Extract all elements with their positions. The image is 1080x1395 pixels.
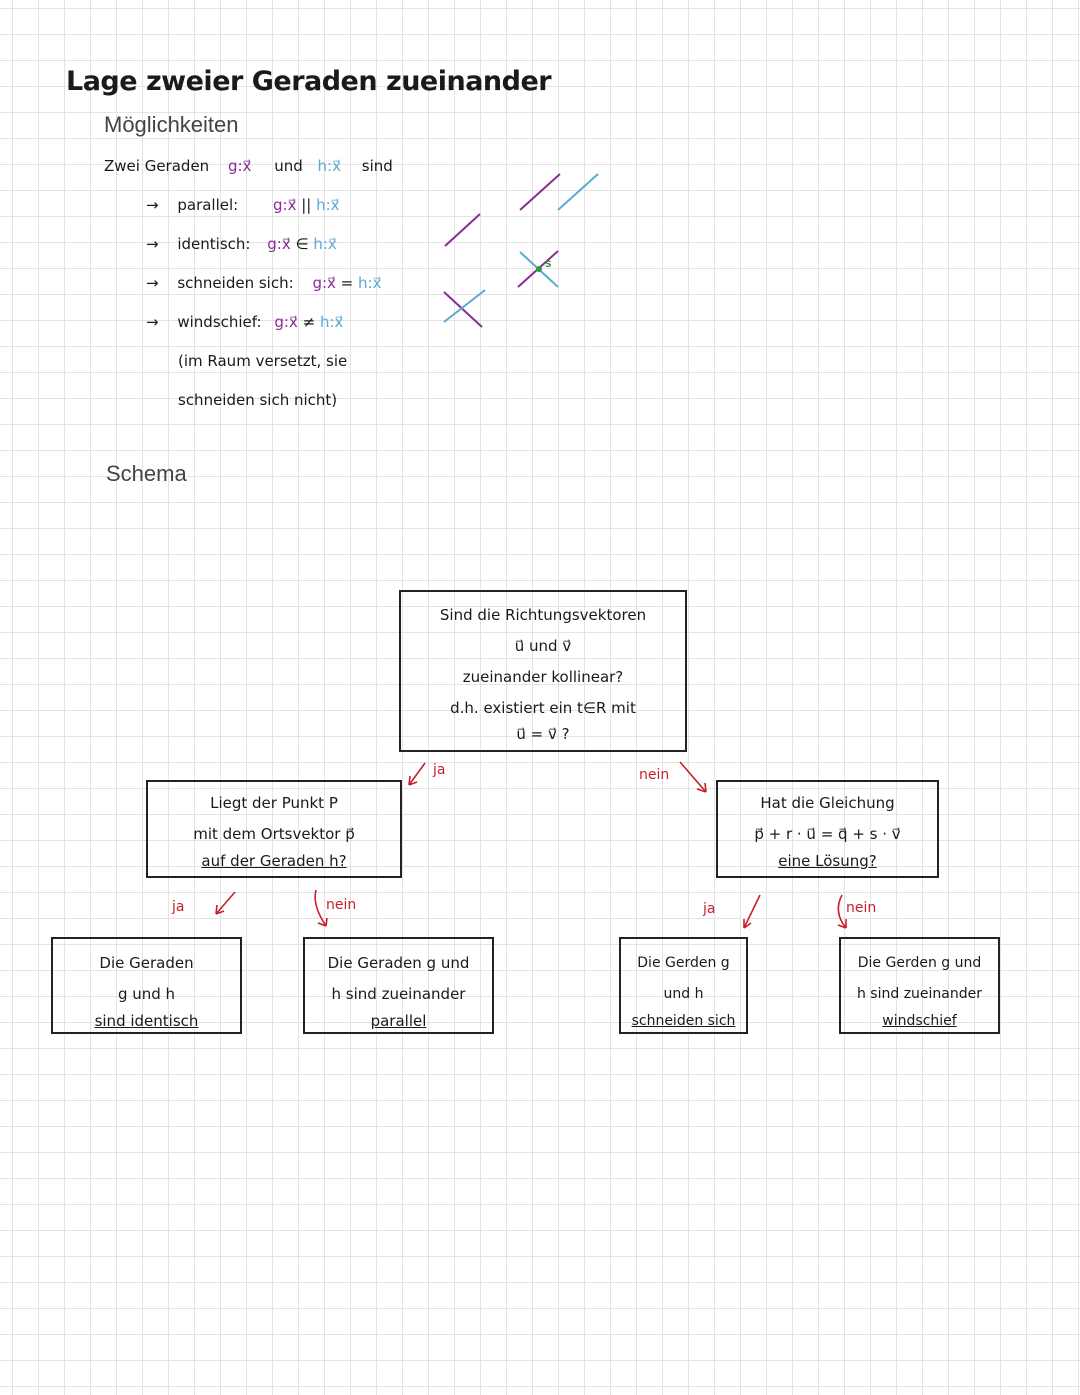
- windschief-note-line2: schneiden sich nicht): [178, 391, 338, 409]
- flow-root-line: d.h. existiert ein t∈R mit: [450, 699, 636, 717]
- result-line: windschief: [882, 1013, 957, 1029]
- flow-right-question-box: [716, 780, 939, 878]
- arrow-icon: →: [146, 196, 159, 214]
- case-operator: ∈: [295, 235, 309, 253]
- result-line: g und h: [117, 985, 176, 1003]
- result-line: Die Geraden g und: [327, 954, 470, 972]
- flow-left-question-text: Liegt der Punkt P mit dem Ortsvektor p⃗ …: [146, 788, 402, 872]
- case-label: windschief:: [177, 313, 262, 331]
- flow-result-schneiden-text: Die Gerden g und h schneiden sich: [619, 948, 748, 1032]
- case-h: h:x⃗: [358, 274, 382, 292]
- case-h: h:x⃗: [316, 196, 340, 214]
- result-line: schneiden sich: [631, 1013, 736, 1029]
- case-identisch: → identisch: g:x⃗ ∈ h:x⃗: [146, 235, 337, 253]
- intersection-point-icon: [536, 266, 542, 272]
- sketch-label-s: S: [545, 260, 552, 270]
- flow-result-windschief-text: Die Gerden g und h sind zueinander winds…: [839, 948, 1000, 1032]
- flow-right-line: eine Lösung?: [778, 852, 877, 870]
- result-line: Die Gerden g und: [857, 955, 982, 971]
- intro-g: g:x⃗: [227, 157, 252, 175]
- intro-und: und: [274, 157, 303, 175]
- case-label: schneiden sich:: [177, 274, 294, 292]
- flow-root-line: u⃗ = v⃗ ?: [516, 725, 570, 743]
- flow-left-line: auf der Geraden h?: [201, 852, 347, 870]
- flow-result-parallel-box: [303, 937, 494, 1034]
- result-line: Die Gerden g: [637, 955, 730, 971]
- case-label: identisch:: [177, 235, 251, 253]
- flow-left-no-label: nein: [326, 897, 357, 913]
- section-heading-moeglichkeiten: Möglichkeiten: [104, 112, 239, 137]
- section-heading-schema: Schema: [106, 461, 187, 486]
- flow-result-schneiden-box: [619, 937, 748, 1034]
- flow-root-line: zueinander kollinear?: [462, 668, 624, 686]
- case-operator: ||: [301, 196, 312, 214]
- arrow-right-yes: [743, 894, 761, 929]
- case-h: h:x⃗: [319, 313, 344, 331]
- arrow-icon: →: [146, 313, 159, 331]
- case-h: h:x⃗: [313, 235, 337, 253]
- case-g: g:x⃗: [273, 196, 297, 214]
- intro-prefix: Zwei Geraden: [104, 157, 210, 175]
- case-schneiden: → schneiden sich: g:x⃗ = h:x⃗: [146, 274, 381, 292]
- flow-right-yes-label: ja: [703, 901, 716, 917]
- flow-result-parallel-text: Die Geraden g und h sind zueinander para…: [303, 948, 494, 1032]
- case-parallel: → parallel: g:x⃗ || h:x⃗: [146, 196, 340, 214]
- flow-root-line: Sind die Richtungsvektoren: [439, 606, 647, 624]
- sketch-parallel-h: [557, 173, 599, 211]
- result-line: h sind zueinander: [331, 985, 466, 1003]
- flow-result-identisch-box: [51, 937, 242, 1034]
- case-g: g:x⃗: [312, 274, 336, 292]
- flow-left-line: mit dem Ortsvektor p⃗: [193, 825, 355, 843]
- case-operator: =: [340, 274, 354, 292]
- flow-root-box: [399, 590, 687, 752]
- result-line: und h: [663, 986, 704, 1002]
- case-g: g:x⃗: [267, 235, 291, 253]
- result-line: h sind zueinander: [856, 986, 983, 1002]
- flow-root-yes-label: ja: [433, 762, 446, 778]
- flow-root-no-label: nein: [639, 767, 670, 783]
- arrow-root-no: [679, 761, 707, 793]
- arrow-icon: →: [146, 274, 159, 292]
- flow-left-question-box: [146, 780, 402, 878]
- sketch-identisch-line: [444, 213, 481, 247]
- sketch-windschief-g: [443, 291, 483, 328]
- intro-h: h:x⃗: [317, 157, 341, 175]
- flow-left-line: Liegt der Punkt P: [210, 794, 338, 812]
- arrow-left-no: [314, 889, 328, 927]
- case-label: parallel:: [177, 196, 239, 214]
- result-line: parallel: [370, 1012, 427, 1030]
- flow-root-text: Sind die Richtungsvektoren u⃗ und v⃗ zue…: [399, 600, 687, 744]
- sketch-parallel-g: [519, 173, 561, 211]
- arrow-icon: →: [146, 235, 159, 253]
- case-operator: ≠: [302, 313, 316, 331]
- arrow-right-no: [837, 894, 847, 929]
- page-title: Lage zweier Geraden zueinander: [66, 66, 552, 97]
- flow-right-line: Hat die Gleichung: [760, 794, 895, 812]
- flow-result-windschief-box: [839, 937, 1000, 1034]
- flow-right-line: p⃗ + r · u⃗ = q⃗ + s · v⃗: [754, 825, 901, 843]
- case-windschief: → windschief: g:x⃗ ≠ h:x⃗: [146, 313, 343, 331]
- intro-line: Zwei Geraden g:x⃗ und h:x⃗ sind: [104, 157, 393, 175]
- result-line: sind identisch: [94, 1012, 199, 1030]
- flow-right-question-text: Hat die Gleichung p⃗ + r · u⃗ = q⃗ + s ·…: [716, 788, 939, 872]
- result-line: Die Geraden: [99, 954, 194, 972]
- intro-suffix: sind: [361, 157, 393, 175]
- arrow-root-yes: [408, 762, 426, 786]
- flow-right-no-label: nein: [846, 900, 877, 916]
- flow-result-identisch-text: Die Geraden g und h sind identisch: [51, 948, 242, 1032]
- flow-root-line: u⃗ und v⃗: [514, 637, 572, 655]
- arrow-left-yes: [215, 891, 236, 915]
- case-g: g:x⃗: [274, 313, 298, 331]
- flow-left-yes-label: ja: [172, 899, 185, 915]
- sketch-windschief-h: [443, 289, 486, 323]
- windschief-note-line1: (im Raum versetzt, sie: [178, 352, 348, 370]
